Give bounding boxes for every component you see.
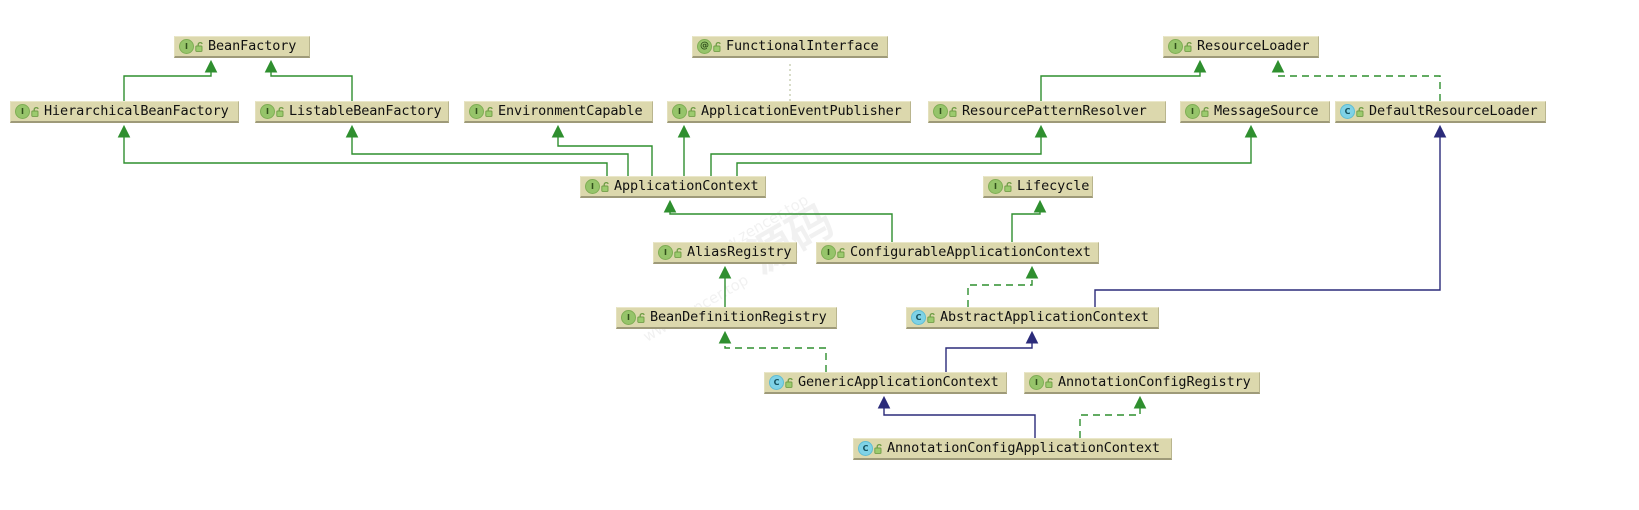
unlocked-padlock-icon: [688, 106, 698, 118]
uml-node-label: BeanFactory: [208, 37, 297, 54]
unlocked-padlock-icon: [637, 312, 647, 324]
annotation-icon: @: [697, 39, 712, 54]
interface-icon: I: [585, 179, 600, 194]
unlocked-padlock-icon: [837, 247, 847, 259]
edge-listablebeanfactory-beanfactory: [264, 59, 353, 101]
uml-node-label: AnnotationConfigApplicationContext: [887, 439, 1160, 456]
extends-edges: [877, 124, 1447, 438]
uml-node-label: ApplicationContext: [614, 177, 759, 194]
edge-applicationcontext-messagesource: [736, 124, 1258, 176]
uml-node-label: MessageSource: [1214, 102, 1319, 119]
edge-configurableapplicationcontext-applicationcontext: [663, 199, 893, 242]
uml-node-environmentcapable[interactable]: I EnvironmentCapable: [464, 101, 653, 123]
class-icon: C: [911, 310, 926, 325]
uml-node-annotationconfigapplicationcontext[interactable]: C AnnotationConfigApplicationContext: [853, 438, 1172, 460]
uml-node-abstractapplicationcontext[interactable]: C AbstractApplicationContext: [906, 307, 1159, 329]
interface-icon: I: [15, 104, 30, 119]
uml-node-label: FunctionalInterface: [726, 37, 879, 54]
uml-node-label: ResourceLoader: [1197, 37, 1310, 54]
unlocked-padlock-icon: [1201, 106, 1211, 118]
unlocked-padlock-icon: [1356, 106, 1366, 118]
interface-icon: I: [1168, 39, 1183, 54]
unlocked-padlock-icon: [1004, 181, 1014, 193]
interface-icon: I: [933, 104, 948, 119]
unlocked-padlock-icon: [785, 377, 795, 389]
interface-icon: I: [260, 104, 275, 119]
unlocked-padlock-icon: [1184, 41, 1194, 53]
implements-edges: [117, 59, 1258, 307]
uml-node-label: AbstractApplicationContext: [940, 308, 1149, 325]
uml-node-annotationconfigregistry[interactable]: I AnnotationConfigRegistry: [1024, 372, 1260, 394]
interface-icon: I: [658, 245, 673, 260]
unlocked-padlock-icon: [276, 106, 286, 118]
unlocked-padlock-icon: [601, 181, 611, 193]
unlocked-padlock-icon: [195, 41, 205, 53]
interface-icon: I: [672, 104, 687, 119]
uml-node-aliasregistry[interactable]: I AliasRegistry: [653, 242, 797, 264]
uml-node-lifecycle[interactable]: I Lifecycle: [983, 176, 1093, 198]
edge-applicationcontext-resourcepatternresolver: [710, 124, 1048, 176]
uml-node-functionalinterface[interactable]: @ FunctionalInterface: [692, 36, 888, 58]
uml-node-resourcepatternresolver[interactable]: I ResourcePatternResolver: [928, 101, 1166, 123]
uml-node-hierarchicalbeanfactory[interactable]: I HierarchicalBeanFactory: [10, 101, 239, 123]
uml-node-label: Lifecycle: [1017, 177, 1090, 194]
edge-configurableapplicationcontext-lifecycle: [1011, 199, 1047, 242]
edge-genericapplicationcontext-abstractapplicationcontext: [945, 330, 1039, 372]
unlocked-padlock-icon: [674, 247, 684, 259]
unlocked-padlock-icon: [31, 106, 41, 118]
uml-node-label: ConfigurableApplicationContext: [850, 243, 1091, 260]
interface-icon: I: [1029, 375, 1044, 390]
class-icon: C: [769, 375, 784, 390]
uml-node-label: AnnotationConfigRegistry: [1058, 373, 1251, 390]
uml-node-label: GenericApplicationContext: [798, 373, 999, 390]
uml-node-label: AliasRegistry: [687, 243, 792, 260]
edge-annotationconfigapplicationcontext-genericapplicationcontext: [877, 395, 1036, 438]
interface-icon: I: [821, 245, 836, 260]
uml-node-listablebeanfactory[interactable]: I ListableBeanFactory: [255, 101, 449, 123]
uml-node-label: ResourcePatternResolver: [962, 102, 1147, 119]
interface-icon: I: [1185, 104, 1200, 119]
class-icon: C: [1340, 104, 1355, 119]
uml-node-resourceloader[interactable]: I ResourceLoader: [1163, 36, 1319, 58]
edge-abstractapplicationcontext-configurableapplicationcontext: [967, 265, 1039, 307]
uml-node-label: DefaultResourceLoader: [1369, 102, 1538, 119]
edge-resourcepatternresolver-resourceloader: [1040, 59, 1207, 101]
interface-icon: I: [469, 104, 484, 119]
uml-node-messagesource[interactable]: I MessageSource: [1180, 101, 1330, 123]
unlocked-padlock-icon: [874, 443, 884, 455]
unlocked-padlock-icon: [949, 106, 959, 118]
interface-icon: I: [621, 310, 636, 325]
edge-applicationcontext-environmentcapable: [551, 124, 653, 176]
uml-node-beanfactory[interactable]: I BeanFactory: [174, 36, 310, 58]
uml-node-beandefinitionregistry[interactable]: I BeanDefinitionRegistry: [616, 307, 837, 329]
unlocked-padlock-icon: [927, 312, 937, 324]
uml-node-label: BeanDefinitionRegistry: [650, 308, 827, 325]
uml-node-label: ApplicationEventPublisher: [701, 102, 902, 119]
uml-node-applicationeventpublisher[interactable]: I ApplicationEventPublisher: [667, 101, 911, 123]
implements-dashed-edges: [718, 59, 1441, 438]
edge-abstractapplicationcontext-defaultresourceloader: [1094, 124, 1447, 307]
edge-hierarchicalbeanfactory-beanfactory: [123, 59, 218, 101]
uml-node-genericapplicationcontext[interactable]: C GenericApplicationContext: [764, 372, 1007, 394]
uml-node-configurableapplicationcontext[interactable]: I ConfigurableApplicationContext: [816, 242, 1099, 264]
uml-node-label: ListableBeanFactory: [289, 102, 442, 119]
uml-node-applicationcontext[interactable]: I ApplicationContext: [580, 176, 766, 198]
uml-node-label: HierarchicalBeanFactory: [44, 102, 229, 119]
edge-applicationcontext-hierarchicalbeanfactory: [117, 124, 608, 176]
edge-applicationcontext-listablebeanfactory: [345, 124, 629, 176]
edge-defaultresourceloader-resourceloader: [1271, 59, 1441, 101]
unlocked-padlock-icon: [713, 41, 723, 53]
uml-node-defaultresourceloader[interactable]: C DefaultResourceLoader: [1335, 101, 1546, 123]
edge-genericapplicationcontext-beandefinitionregistry: [718, 330, 827, 372]
unlocked-padlock-icon: [485, 106, 495, 118]
uml-node-label: EnvironmentCapable: [498, 102, 643, 119]
unlocked-padlock-icon: [1045, 377, 1055, 389]
interface-icon: I: [179, 39, 194, 54]
edge-annotationconfigapplicationcontext-annotationconfigregistry: [1079, 395, 1147, 438]
class-icon: C: [858, 441, 873, 456]
interface-icon: I: [988, 179, 1003, 194]
